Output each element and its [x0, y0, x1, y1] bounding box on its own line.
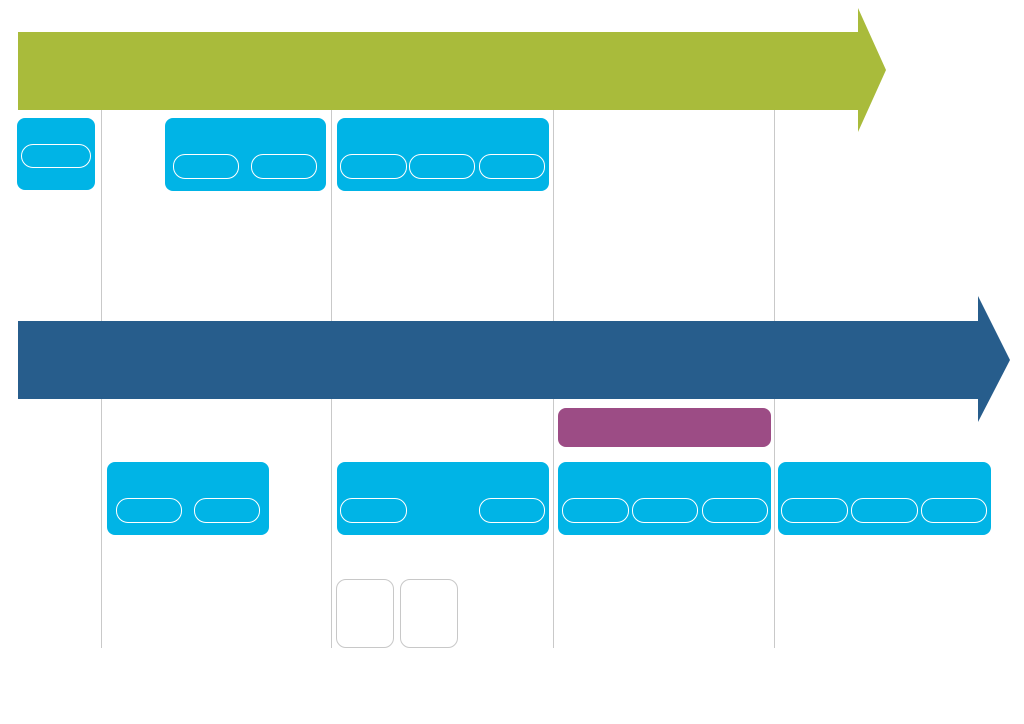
bottom-group-2-pill-1: [340, 498, 407, 523]
bottom-group-box-2: [337, 462, 549, 535]
empty-card-1: [336, 579, 394, 648]
bottom-group-4-pill-2: [851, 498, 918, 523]
top-group-box-2: [165, 118, 326, 191]
top-arrow-shape: [18, 8, 886, 132]
bottom-group-2-pill-2: [479, 498, 545, 523]
top-group-3-pill-1: [340, 154, 407, 179]
top-group-2-pill-2: [251, 154, 317, 179]
bottom-group-3-pill-1: [562, 498, 629, 523]
empty-card-2: [400, 579, 458, 648]
top-group-2-pill-1: [173, 154, 239, 179]
bottom-arrow-shape: [18, 296, 1010, 422]
top-timeline-arrow: [18, 8, 888, 134]
bottom-group-box-4: [778, 462, 991, 535]
top-group-box-3: [337, 118, 549, 191]
bottom-group-4-pill-1: [781, 498, 848, 523]
bottom-group-4-pill-3: [921, 498, 987, 523]
bottom-group-box-1: [107, 462, 269, 535]
top-group-box-1: [17, 118, 95, 190]
bottom-group-1-pill-1: [116, 498, 182, 523]
bottom-group-3-pill-2: [632, 498, 698, 523]
top-group-3-pill-2: [409, 154, 475, 179]
top-group-3-pill-3: [479, 154, 545, 179]
bottom-group-1-pill-2: [194, 498, 260, 523]
bottom-group-box-3: [558, 462, 771, 535]
top-group-1-pill-1: [21, 144, 91, 168]
bottom-timeline-arrow: [18, 296, 1014, 424]
bottom-group-3-pill-3: [702, 498, 768, 523]
highlight-bar: [558, 408, 771, 447]
